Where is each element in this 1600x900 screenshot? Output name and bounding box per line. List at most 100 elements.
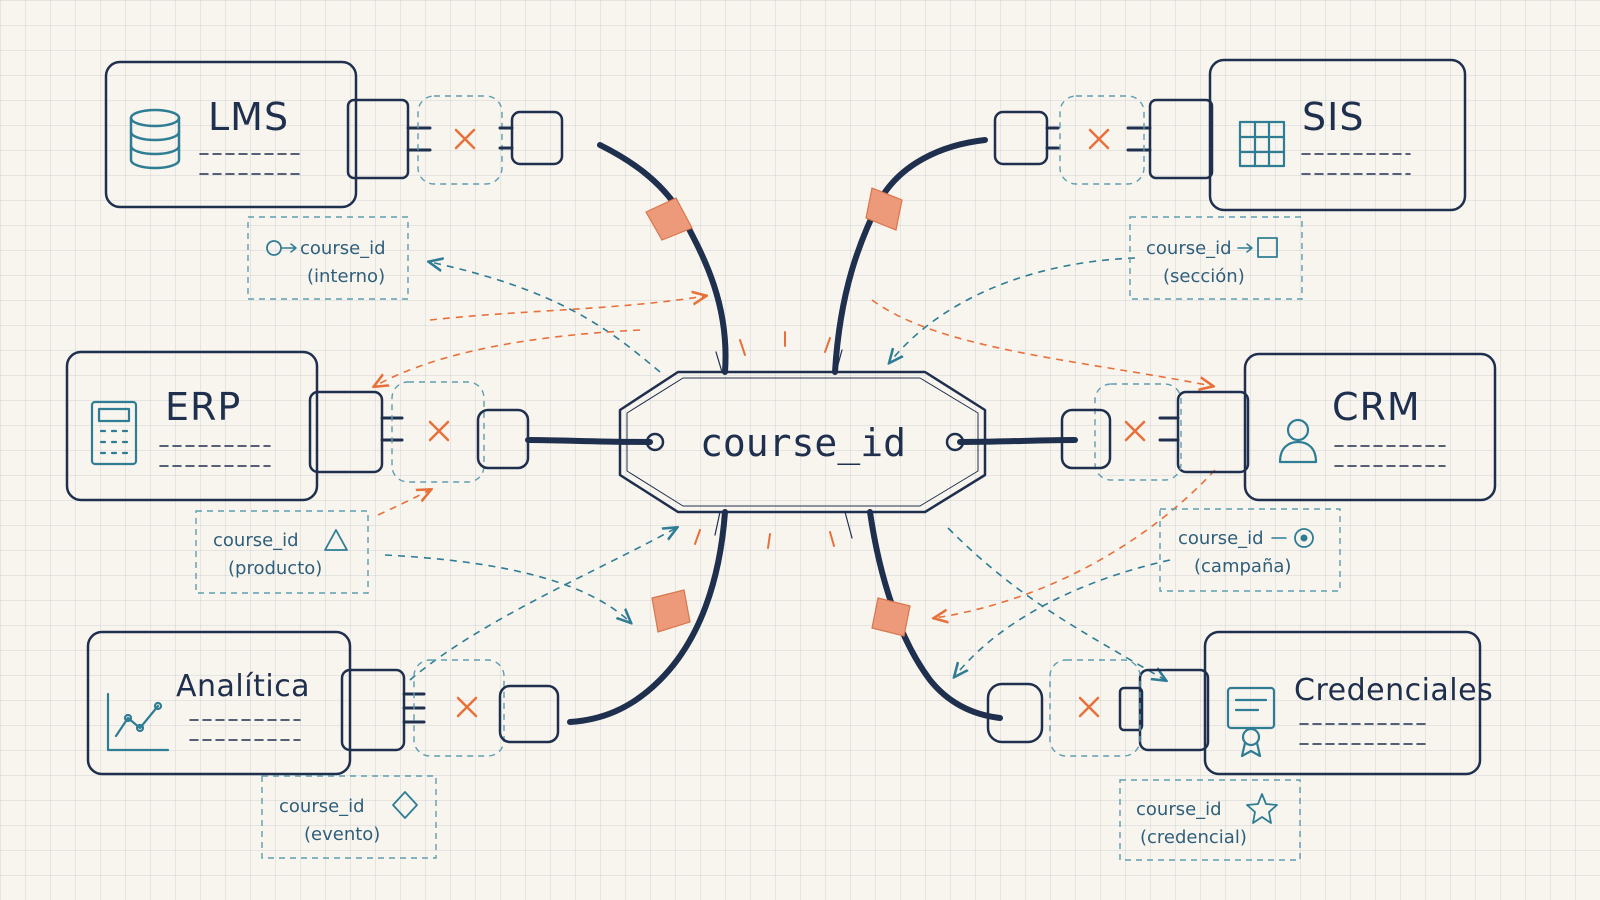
arrow-right-icon [281,243,297,253]
note-sis-line1: course_id [1146,238,1232,259]
flow-arrow-lms-hub [429,296,705,321]
hub-stress-marks [694,331,835,549]
system-card-erp: ERP [65,350,530,502]
lms-disconnect-x-icon [454,128,476,150]
cable-credenciales [867,509,1003,721]
tape-patch-sis [865,187,903,231]
note-lms: course_id (interno) [247,216,409,300]
arrow-right-icon [1237,243,1253,253]
credenciales-card-frame [1203,630,1482,776]
cable-crm [957,437,1078,445]
calculator-icon [90,400,138,466]
hub-cracks [714,349,853,539]
lms-placeholder-lines [199,153,301,175]
crm-disconnect-x-icon [1124,420,1146,442]
flow-arrows [375,258,1215,680]
crm-plug [1060,408,1112,470]
lms-socket-pins [406,126,432,152]
sis-label: SIS [1302,95,1364,139]
credenciales-gap-outline [1049,659,1141,757]
sis-plug [993,110,1049,166]
lms-socket [346,98,410,180]
triangle-icon [324,529,348,551]
crm-card-frame [1243,352,1497,502]
target-icon [1294,528,1314,548]
hub-eyelet-right [945,432,965,452]
tape-patches [645,187,911,637]
sis-socket [1148,98,1214,180]
analitica-gap-outline [413,659,505,757]
flow-arrow-erp-analitica [384,554,630,622]
erp-label: ERP [165,385,241,429]
note-analitica-frame [261,775,437,859]
crm-socket [1176,390,1250,474]
erp-plug [476,408,530,470]
tape-patch-analitica [651,589,691,633]
flow-arrow-hub-erp [375,329,641,386]
tape-patch-credenciales [871,597,911,637]
note-erp-line2: (producto) [228,558,322,579]
table-grid-icon [1238,120,1286,168]
system-card-credenciales: Credenciales [986,630,1493,776]
system-card-lms: LMS [104,60,564,209]
certificate-icon [1226,686,1276,758]
user-icon [1278,418,1318,464]
hub-label: course_id [700,421,906,466]
note-credenciales-line1: course_id [1136,799,1222,820]
lms-gap-outline [417,95,503,185]
note-sis-frame [1129,216,1303,300]
credenciales-socket [1138,668,1210,752]
flow-arrow-crm-hub [935,469,1216,618]
sis-gap-outline [1059,95,1145,185]
star-icon [1246,793,1278,824]
flow-arrow-hub-lms [430,262,661,373]
cable-sis [832,137,988,375]
flow-arrow-analitica-hub [409,528,676,681]
sis-card-frame [1208,58,1467,212]
square-icon [1257,237,1278,258]
system-card-crm: CRM [1060,352,1497,502]
note-erp-line1: course_id [213,530,299,551]
note-analitica-line2: (evento) [304,824,380,845]
database-icon [129,108,181,170]
note-crm-frame [1159,508,1341,592]
system-card-analitica: Analítica [86,630,560,776]
analitica-plug [498,684,560,744]
note-sis: course_id (sección) [1129,216,1303,300]
note-crm-line1: course_id [1178,528,1264,549]
analitica-card-frame [86,630,352,776]
hub-tag: course_id [618,331,987,549]
hub-tag-shape [618,370,987,514]
flow-arrow-crm-credenciales [955,559,1171,676]
credenciales-plug [986,682,1044,744]
note-crm-line2: (campaña) [1194,556,1291,577]
note-lms-frame [247,216,409,300]
hub-tag-inner-outline [626,377,979,507]
cable-analitica [567,509,728,725]
target-icon-center [1300,534,1308,542]
erp-placeholder-lines [159,445,271,467]
cables [525,137,1078,725]
credenciales-label: Credenciales [1294,673,1493,708]
crm-socket-pins [1158,416,1180,442]
note-credenciales-frame [1119,779,1301,861]
note-lms-line1: course_id [300,238,386,259]
flow-arrow-erp-note [377,490,430,516]
analitica-socket [340,668,406,752]
analitica-placeholder-lines [189,719,301,741]
flow-arrow-sis-hub [890,257,1136,362]
note-credenciales-line2: (credencial) [1140,827,1247,848]
sis-socket-pins [1126,126,1152,152]
credenciales-disconnect-x-icon [1078,696,1100,718]
note-erp: course_id (producto) [195,510,369,594]
note-credenciales: course_id (credencial) [1119,779,1301,861]
erp-card-frame [65,350,319,502]
lms-card-frame [104,60,358,209]
credenciales-placeholder-lines [1299,723,1431,745]
note-lms-line2: (interno) [307,266,385,287]
erp-disconnect-x-icon [428,420,450,442]
line-chart-icon [106,692,170,752]
note-erp-frame [195,510,369,594]
analitica-disconnect-x-icon [456,696,478,718]
crm-label: CRM [1332,385,1421,429]
